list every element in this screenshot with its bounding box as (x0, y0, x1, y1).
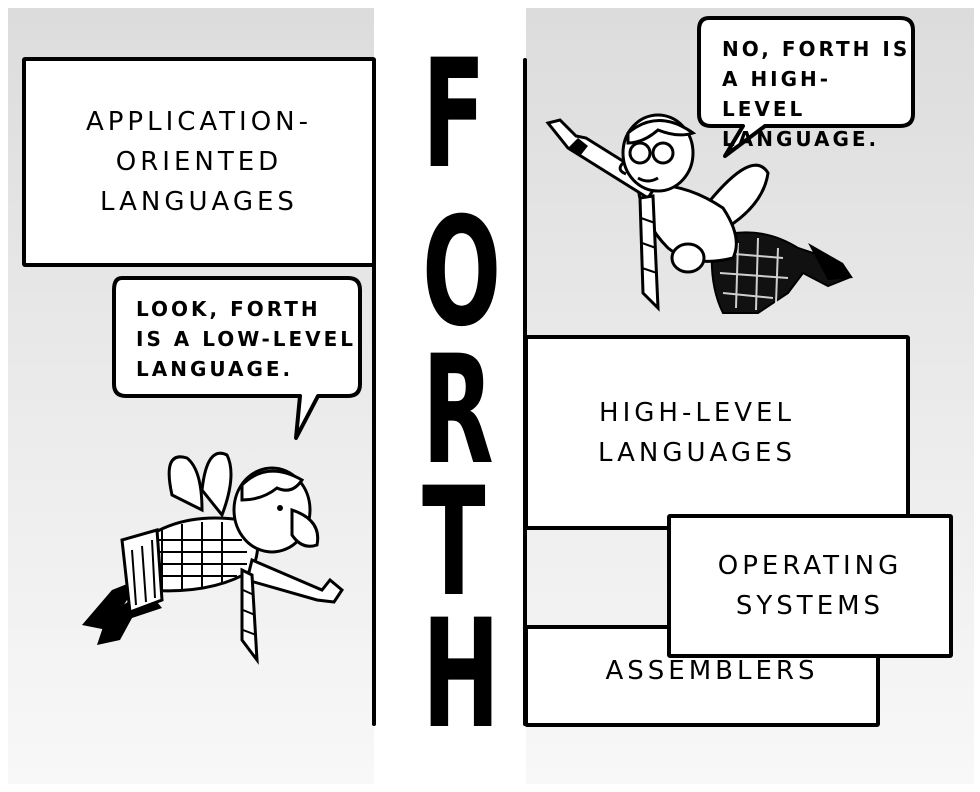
right-speech-text: NO, FORTH IS A HIGH-LEVEL LANGUAGE. (722, 37, 911, 151)
application-oriented-languages-box: APPLICATION- ORIENTED LANGUAGES (22, 57, 376, 267)
forth-letter-f: F (422, 28, 486, 202)
operating-systems-label: OPERATING SYSTEMS (717, 551, 903, 621)
left-speech-text: LOOK, FORTH IS A LOW-LEVEL LANGUAGE. (136, 297, 357, 381)
application-oriented-languages-label: APPLICATION- ORIENTED LANGUAGES (85, 107, 313, 217)
left-divider-line (372, 58, 376, 726)
high-level-languages-label: HIGH-LEVEL LANGUAGES (598, 397, 796, 468)
assemblers-label: ASSEMBLERS (605, 656, 819, 686)
winged-man-pointing-up-icon (545, 113, 853, 314)
right-speech-bubble (697, 16, 915, 158)
forth-letter-t: T (422, 456, 486, 630)
forth-letter-h: H (422, 588, 500, 762)
operating-systems-box: OPERATING SYSTEMS (667, 514, 953, 658)
high-level-languages-box: HIGH-LEVEL LANGUAGES (524, 335, 910, 530)
winged-professor-pointing-icon (82, 451, 344, 665)
left-speech-bubble (112, 276, 362, 440)
forth-letter-o: O (422, 186, 502, 360)
